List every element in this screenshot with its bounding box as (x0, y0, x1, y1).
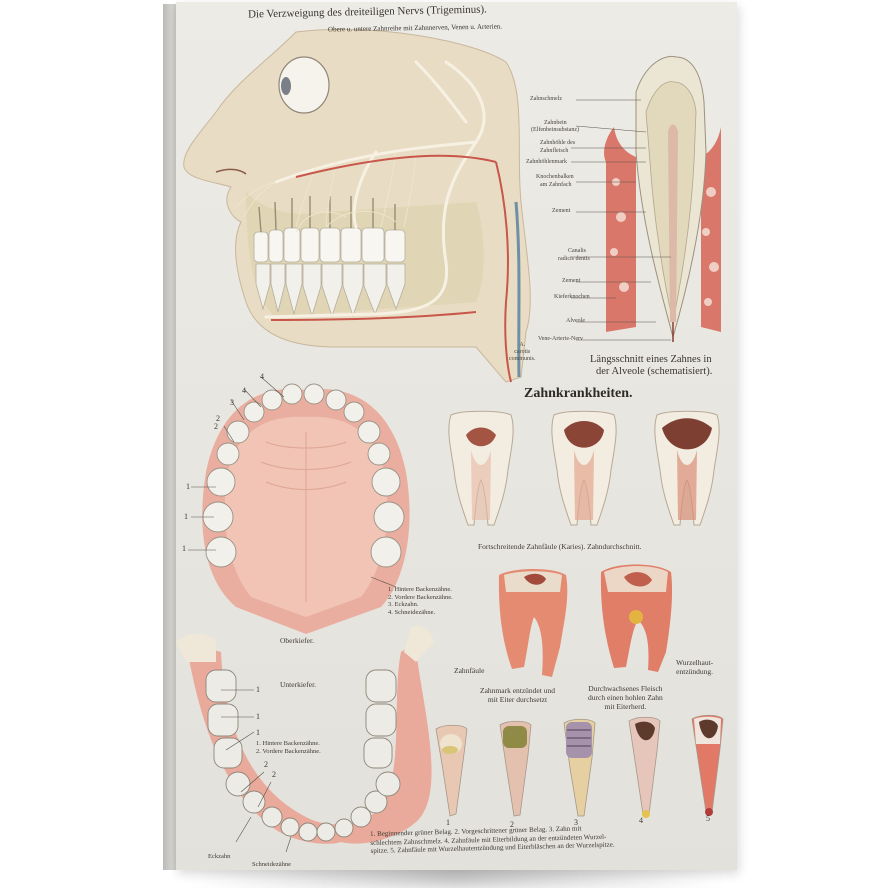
lower-jaw-number: 2 (272, 770, 276, 779)
stage-number-3: 3 (574, 818, 578, 827)
pulp-caption-line: Zahnmark entzündet und (480, 686, 555, 695)
label-zahnfleisch: Zahnfleisch (540, 148, 569, 154)
caries-caption: Fortschreitende Zahnfäule (Karies). Zahn… (478, 542, 642, 551)
label-zement-2: Zement (562, 278, 581, 284)
label-vene-arterie-nerv: Vene-Arterie-Nerv (538, 336, 583, 342)
label-alveole: Alveole (566, 318, 585, 324)
upper-jaw-illustration (188, 376, 410, 634)
artery-label-line: A. (519, 342, 526, 348)
flesh-caption-line: Durchwachsenes Fleisch (588, 684, 663, 693)
lower-jaw-legend-item: 2. Vordere Backenzähne. (256, 747, 321, 755)
diseases-heading: Zahnkrankheiten. (524, 386, 633, 401)
upper-jaw-legend-item: 2. Vordere Backenzähne. (388, 593, 453, 601)
label-elfenbein: (Elfenbeinsubstanz) (531, 127, 579, 133)
upper-jaw-number: 2 (214, 422, 218, 431)
upper-jaw-number: 1 (182, 544, 186, 553)
root-inflammation-label: Wurzelhaut- entzündung. (676, 658, 713, 676)
tooth-section-illustration (571, 55, 721, 342)
artery-label: A. carotis communis. (509, 342, 536, 363)
upper-jaw-number: 4 (260, 372, 264, 381)
label-kieferknochen: Kieferknochen (554, 294, 590, 300)
incisor-label: Schneidezähne (252, 861, 291, 868)
tooth-section-caption-2: der Alveole (schematisiert). (596, 366, 713, 377)
stage-number-5: 5 (706, 814, 710, 823)
label-zement: Zement (552, 208, 571, 214)
upper-jaw-number: 1 (186, 482, 190, 491)
label-zahnbein: Zahnbein (544, 120, 567, 126)
artery-label-line: carotis (514, 349, 531, 355)
stage-number-2: 2 (510, 820, 514, 829)
label-knochenbalken: Knochenbalken (536, 174, 574, 180)
inflamed-molar-illustrations (498, 564, 673, 677)
stage-number-4: 4 (639, 816, 643, 825)
head-profile-illustration (183, 28, 531, 383)
lower-jaw-number: 2 (264, 760, 268, 769)
tooth-decay-label: Zahnfäule (454, 666, 485, 675)
upper-jaw-number: 2 (216, 414, 220, 423)
upper-jaw-number: 1 (184, 512, 188, 521)
label-zahnhoehle: Zahnhöhle des (540, 140, 576, 146)
lower-jaw-illustration (176, 625, 434, 853)
flesh-caption-line: mit Eiterherd. (604, 702, 647, 711)
flesh-caption-line: durch einen hohlen Zahn (588, 693, 663, 702)
lower-jaw-label: Unterkiefer. (280, 680, 317, 689)
label-zahnschmelz: Zahnschmelz (530, 96, 562, 102)
label-canalis: Canalis (568, 248, 586, 254)
artery-label-line: communis. (509, 356, 536, 362)
label-radicis: radicis dentis (558, 256, 590, 262)
upper-jaw-number: 4 (242, 386, 246, 395)
canine-label: Eckzahn (208, 853, 231, 860)
upper-jaw-label: Oberkiefer. (280, 636, 314, 645)
label-zahnfach: am Zahnfach (540, 182, 572, 188)
lower-jaw-number: 1 (256, 728, 260, 737)
flesh-caption: Durchwachsenes Fleisch durch einen hohle… (588, 684, 663, 711)
lower-jaw-number: 1 (256, 685, 260, 694)
canvas-side-edge (163, 4, 177, 870)
lower-jaw-legend-item: 1. Hintere Backenzähne. (256, 740, 320, 747)
pulp-caption-line: mit Eiter durchsetzt (487, 695, 548, 704)
label-zahnhoehlenmark: Zahnhöhlenmark (526, 159, 567, 165)
upper-jaw-legend-item: 3. Eckzahn. (388, 601, 419, 608)
poster-illustrations (176, 28, 724, 853)
upper-jaw-legend-item: 1. Hintere Backenzähne. (388, 586, 452, 593)
anatomy-poster-canvas: Die Verzweigung des dreiteiligen Nervs (… (176, 2, 737, 870)
upper-jaw-legend-item: 4. Schneidezähne. (388, 608, 436, 616)
lower-jaw-number: 1 (256, 712, 260, 721)
pulp-caption: Zahnmark entzündet und mit Eiter durchse… (480, 686, 555, 704)
root-inflammation-line: entzündung. (676, 667, 714, 676)
decay-stage-teeth (435, 714, 724, 818)
caries-teeth-illustrations (448, 410, 720, 526)
upper-jaw-legend: 1. Hintere Backenzähne. 2. Vordere Backe… (388, 586, 453, 616)
stage-number-1: 1 (446, 818, 450, 827)
lower-jaw-legend: 1. Hintere Backenzähne. 2. Vordere Backe… (256, 740, 321, 755)
upper-jaw-number: 3 (230, 398, 234, 407)
root-inflammation-line: Wurzelhaut- (676, 658, 714, 667)
tooth-section-caption-1: Längsschnitt eines Zahnes in (590, 354, 712, 365)
